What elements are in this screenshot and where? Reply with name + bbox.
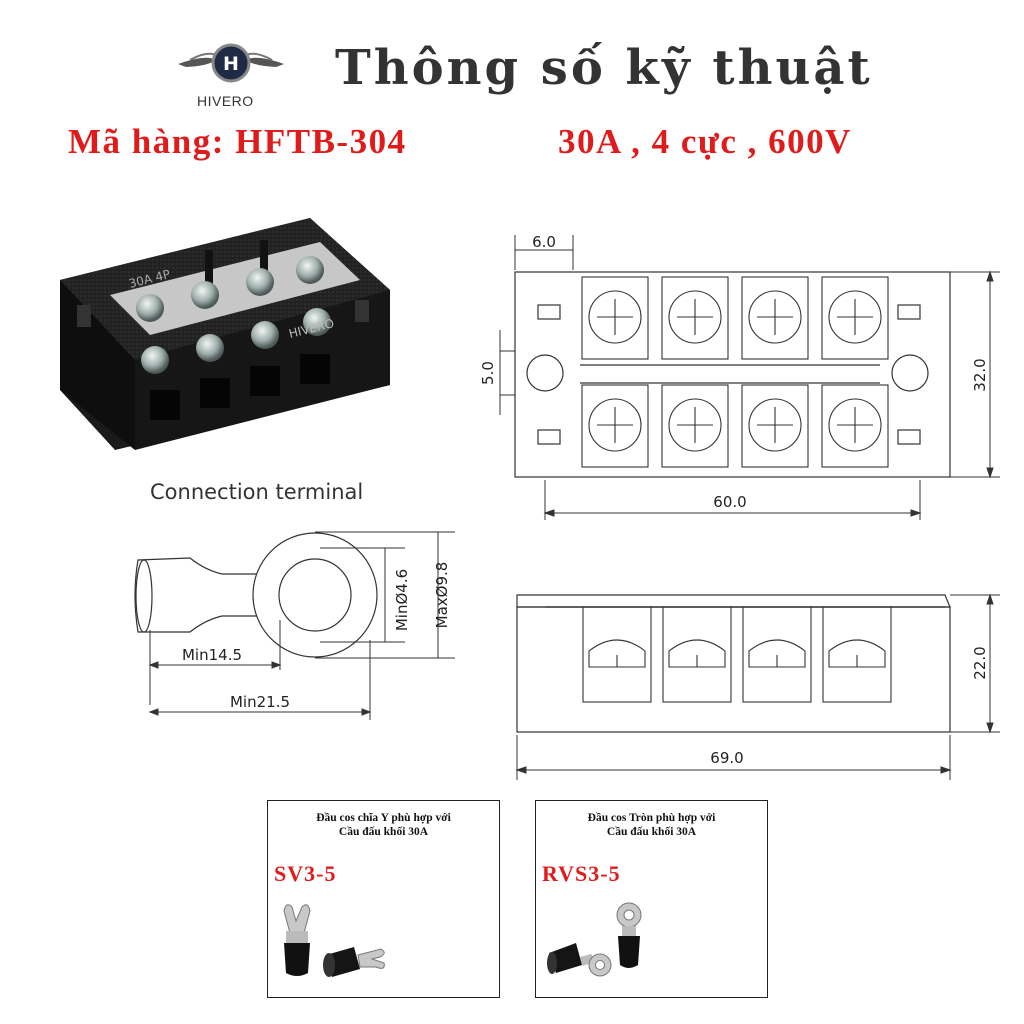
dim-min-14-5: Min14.5 <box>182 646 242 664</box>
product-spec: 30A , 4 cực , 600V <box>558 122 852 161</box>
side-terminal-cell <box>742 606 812 703</box>
card-ring-code: RVS3-5 <box>542 861 621 886</box>
card-ring-description: Đầu cos Tròn phù hợp với Cầu đấu khối 30… <box>540 811 763 839</box>
side-view-drawing: 22.0 69.0 <box>505 585 1010 790</box>
side-terminal-cell <box>662 606 732 703</box>
card-ring-desc-line2: Cầu đấu khối 30A <box>606 826 697 838</box>
card-ring-terminal: Đầu cos Tròn phù hợp với Cầu đấu khối 30… <box>535 800 768 998</box>
card-ring-desc-line1: Đầu cos Tròn phù hợp với <box>587 812 716 824</box>
dim-width-69: 69.0 <box>710 749 743 767</box>
connection-terminal-drawing: MinØ4.6 MaxØ9.8 Min14.5 Min21.5 <box>120 520 480 730</box>
terminal-cell <box>821 384 889 468</box>
terminal-cell <box>821 276 889 360</box>
dim-height-22: 22.0 <box>971 646 989 679</box>
logo-wings-icon: H <box>178 43 284 83</box>
dim-ring-max: MaxØ9.8 <box>433 562 451 629</box>
dim-pitch: 6.0 <box>532 233 556 251</box>
card-fork-code: SV3-5 <box>274 861 337 886</box>
logo-letter: H <box>223 53 239 75</box>
card-fork-desc-line1: Đầu cos chĩa Y phù hợp với <box>316 812 451 824</box>
ring-terminal-icon <box>547 902 642 977</box>
fork-terminal-icon <box>283 904 385 977</box>
side-terminal-cell <box>582 606 652 703</box>
terminal-cell <box>581 384 649 468</box>
product-photo: 30A 4P HIVERO <box>55 210 395 460</box>
dim-hole: 5.0 <box>480 361 497 385</box>
page-title: Thông số kỹ thuật <box>335 40 873 96</box>
card-fork-description: Đầu cos chĩa Y phù hợp với Cầu đấu khối … <box>272 811 495 839</box>
top-view-drawing: 6.0 5.0 32.0 60.0 <box>479 225 1010 525</box>
card-fork-terminal: Đầu cos chĩa Y phù hợp với Cầu đấu khối … <box>267 800 500 998</box>
card-fork-desc-line2: Cầu đấu khối 30A <box>338 826 429 838</box>
brand-name: HIVERO <box>197 93 254 109</box>
side-terminal-cell <box>822 606 892 703</box>
product-code: Mã hàng: HFTB-304 <box>68 122 407 161</box>
terminal-cell <box>741 384 809 468</box>
dim-width-60: 60.0 <box>713 493 746 511</box>
dim-min-21-5: Min21.5 <box>230 693 290 711</box>
terminal-cell <box>661 276 729 360</box>
terminal-cell <box>661 384 729 468</box>
terminal-cell <box>581 276 649 360</box>
dim-height-32: 32.0 <box>971 358 989 391</box>
terminal-cell <box>741 276 809 360</box>
connection-terminal-label: Connection terminal <box>150 480 364 504</box>
dim-hole-min: MinØ4.6 <box>393 569 411 631</box>
brand-logo: H <box>176 30 286 94</box>
